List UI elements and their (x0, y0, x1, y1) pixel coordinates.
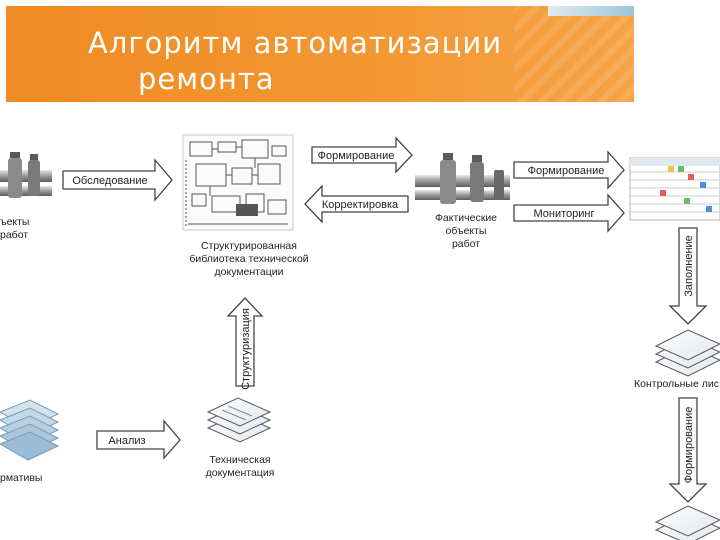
normatives-document-stack (0, 399, 60, 461)
arrow-monitoring: Мониторинг (513, 193, 625, 233)
label-library-line3: документации (214, 266, 284, 278)
technical-library-schematic (182, 134, 294, 231)
label-objects-left-line2: работ (0, 229, 29, 241)
technical-documents-stack (206, 397, 272, 443)
slide-title-line-1: Алгоритм автоматизации (88, 26, 503, 60)
label-library-line1: Структурированная (201, 240, 297, 252)
label-techdoc-line1: Техническая (209, 454, 271, 466)
label-checklists: Контрольные лис (634, 378, 719, 391)
checklists-stack-upper (654, 329, 720, 377)
label-techdoc-line2: документация (205, 467, 275, 479)
label-objects-left-line1: ъекты (0, 216, 30, 228)
arrow-correction: Корректировка (304, 184, 409, 224)
arrow-monitoring-label: Мониторинг (533, 208, 594, 220)
arrow-filling: Заполнение (668, 227, 708, 325)
arrow-formation-label: Формирование (318, 150, 395, 162)
arrow-formation: Формирование (311, 136, 413, 174)
label-normatives: рмативы (0, 472, 42, 485)
arrow-analysis-label: Анализ (108, 435, 145, 447)
title-banner: Алгоритм автоматизации ремонта (6, 6, 634, 102)
arrow-formation-2-label: Формирование (528, 165, 605, 177)
arrow-survey-label: Обследование (72, 175, 147, 187)
arrow-formation-2: Формирование (513, 150, 625, 190)
label-library-line2: библиотека технической (189, 253, 309, 265)
arrow-correction-label: Корректировка (322, 199, 399, 211)
arrow-structuring-label: Структуризация (240, 308, 252, 390)
arrow-structuring: Структуризация (226, 297, 264, 390)
label-actual-line1: Фактические (434, 212, 498, 224)
arrow-survey: Обследование (62, 158, 173, 202)
pipeline-valve-image-left (0, 152, 52, 198)
arrow-formation-3-label: Формирование (683, 407, 695, 484)
label-actual-line2: объекты (445, 225, 487, 237)
label-normatives-text: рмативы (0, 472, 43, 484)
label-actual-objects: Фактические объекты работ (420, 212, 512, 251)
arrow-analysis: Анализ (96, 419, 181, 460)
slide-title-line-2: ремонта (138, 62, 275, 96)
arrow-formation-3: Формирование (668, 397, 708, 503)
arrow-filling-label: Заполнение (683, 235, 695, 297)
work-schedule-spreadsheet (629, 157, 720, 221)
label-objects-left: ъекты работ (0, 216, 29, 242)
banner-corner-decoration (548, 6, 634, 16)
label-checklists-text: Контрольные лис (634, 378, 719, 390)
label-technical-documentation: Техническая документация (190, 454, 290, 480)
label-structured-library: Структурированная библиотека технической… (176, 240, 322, 279)
banner-decoration (514, 6, 634, 102)
checklists-stack-lower (654, 505, 720, 540)
pipeline-valve-image-actual (415, 153, 510, 204)
label-actual-line3: работ (451, 238, 481, 250)
